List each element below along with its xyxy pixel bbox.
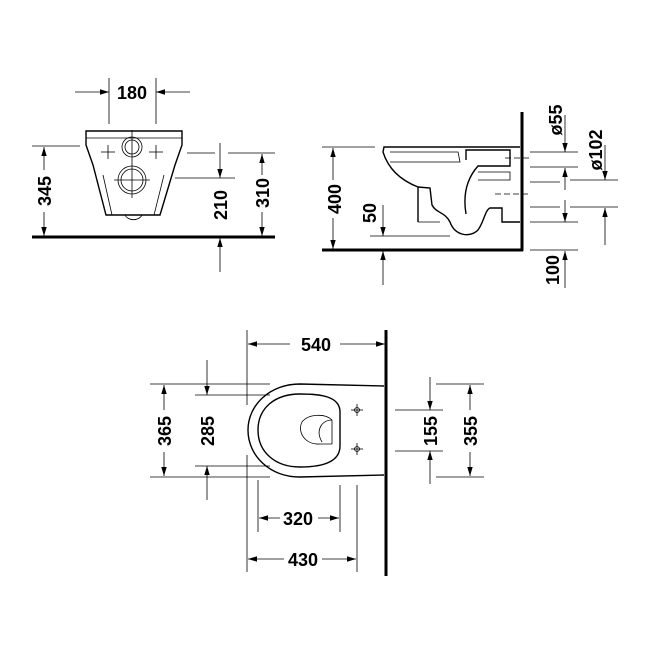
side-view: 400 50 ø55 ø102 100 (322, 104, 618, 288)
front-view: 180 345 210 310 (32, 78, 275, 272)
fixing-cross-left (101, 145, 115, 159)
dim-430: 430 (288, 550, 318, 570)
dim-540: 540 (301, 335, 331, 355)
dim-400: 400 (325, 184, 345, 214)
dim-285: 285 (198, 416, 218, 446)
dim-100: 100 (543, 255, 563, 285)
dim-180: 180 (117, 83, 147, 103)
dim-diameter-55: ø55 (546, 104, 566, 135)
bowl-side-outline (382, 146, 520, 222)
dim-355: 355 (461, 416, 481, 446)
dim-diameter-102: ø102 (586, 129, 606, 170)
dim-365: 365 (155, 416, 175, 446)
top-view: 540 365 285 155 355 320 (150, 330, 484, 576)
dim-310: 310 (253, 178, 273, 208)
seat-fixing-bottom (351, 443, 363, 455)
dim-320: 320 (283, 509, 313, 529)
dim-155: 155 (421, 416, 441, 446)
seat-fixing-top (351, 404, 363, 416)
seat-outline (247, 383, 385, 478)
dim-345: 345 (35, 176, 55, 206)
dim-210: 210 (211, 190, 231, 220)
bowl-front-outline (85, 130, 183, 216)
bowl-outlet (300, 414, 333, 445)
dim-50: 50 (360, 203, 380, 223)
fixing-cross-right (149, 145, 163, 159)
seat-inner-outline (257, 393, 341, 468)
